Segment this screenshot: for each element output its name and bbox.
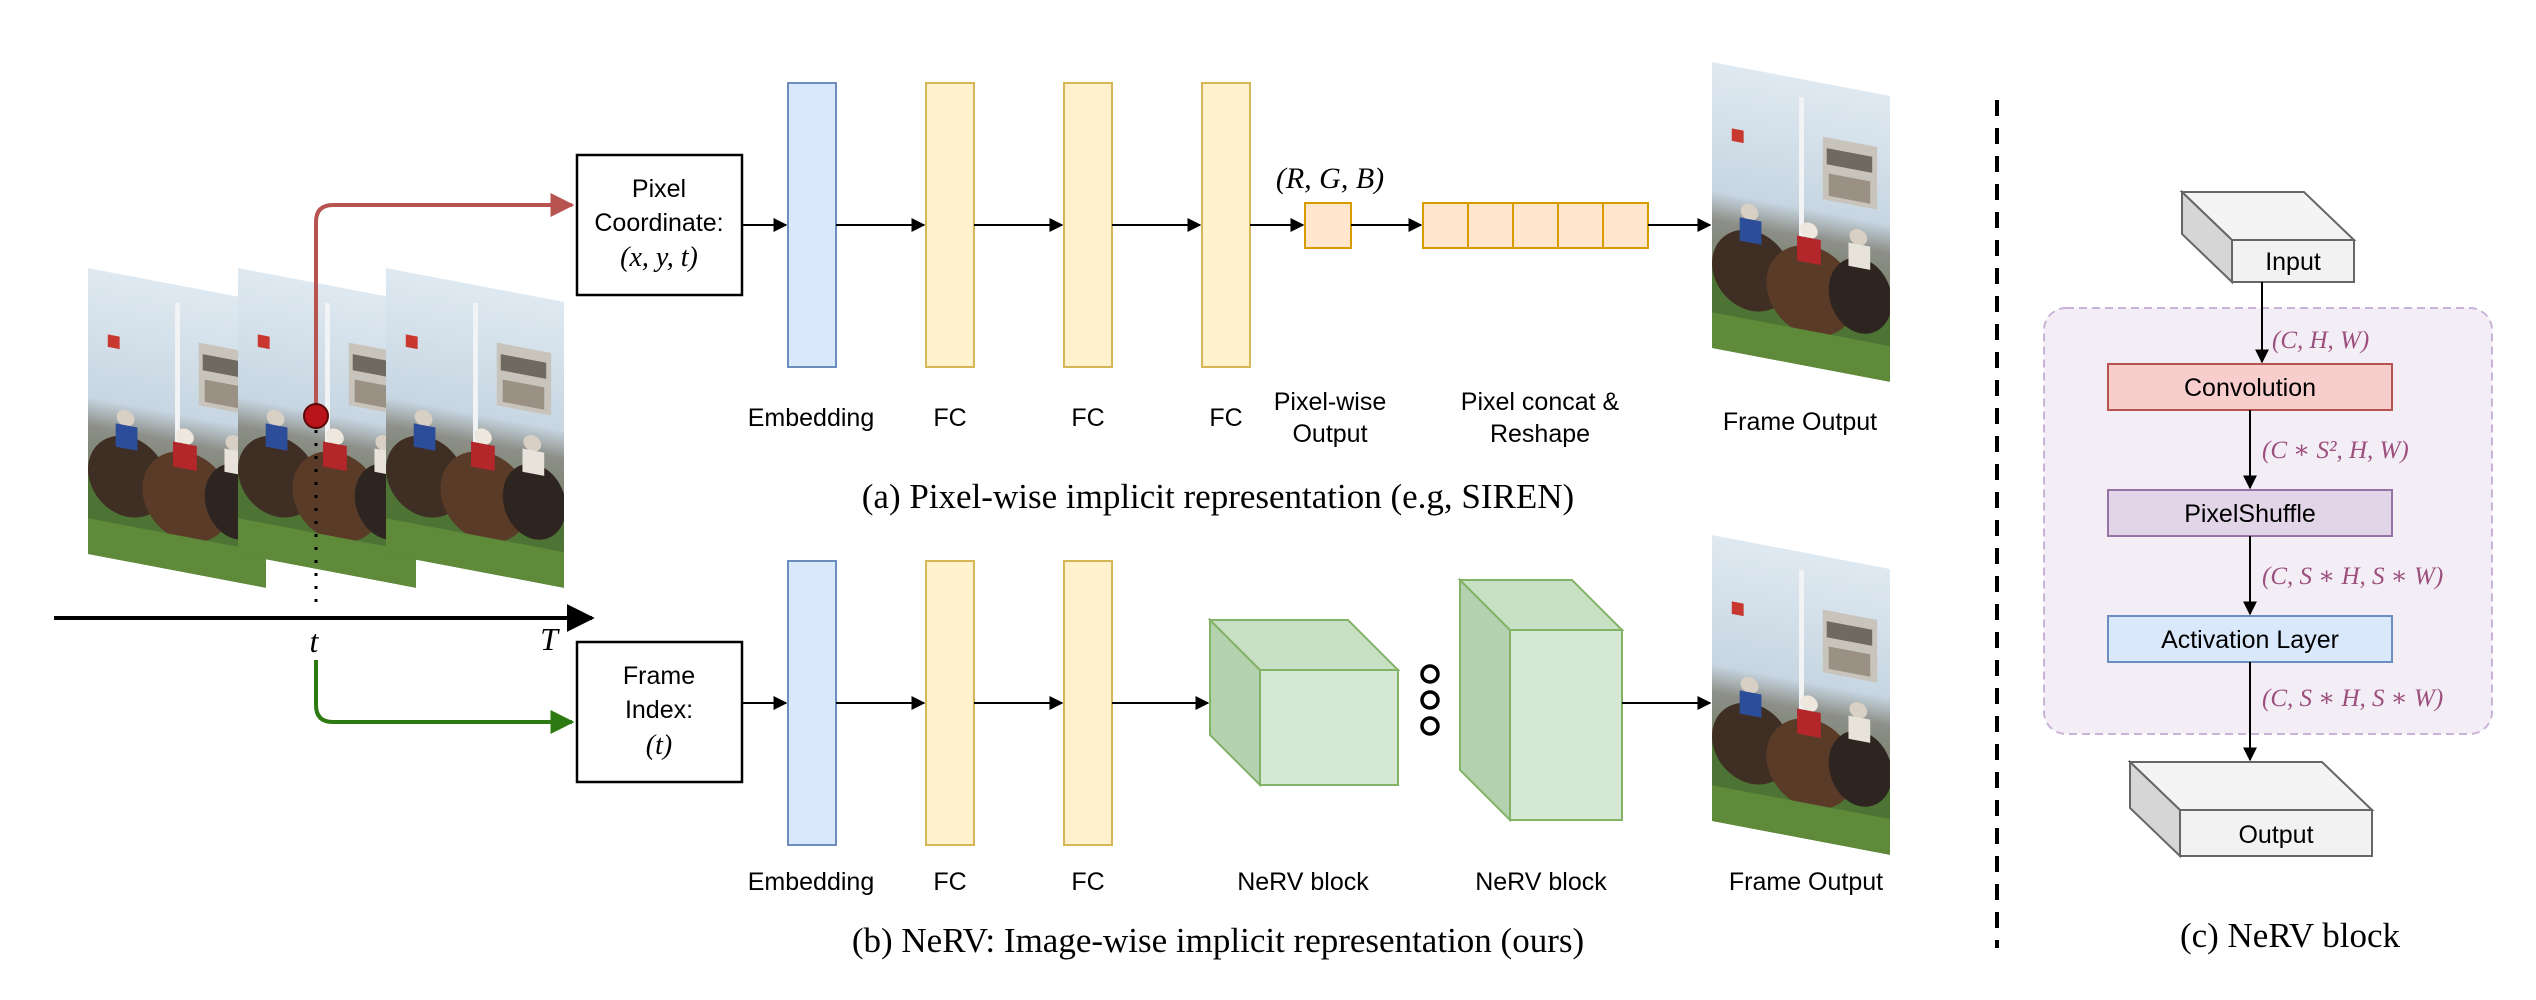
video-frame-3-image — [386, 268, 564, 588]
pixelshuffle-layer — [2107, 489, 2393, 537]
embedding-layer-a — [787, 82, 837, 368]
fc-layer-b1 — [925, 560, 975, 846]
input-label: Input — [2265, 248, 2321, 276]
frame-index-line2: Index: — [625, 696, 693, 724]
frame-output-label-b: Frame Output — [1729, 868, 1883, 896]
frame-index-input-box — [575, 640, 744, 784]
fc-label-b1: FC — [933, 868, 966, 896]
fc-label-b2: FC — [1071, 868, 1104, 896]
pixel-sampling-arrow — [314, 193, 575, 413]
time-t-label: t — [310, 623, 320, 659]
fc-layer-a3 — [1201, 82, 1251, 368]
frame-index-line1: Frame — [623, 662, 695, 690]
pixel-output-cell — [1304, 202, 1352, 249]
pixel-coordinate-input-box — [575, 153, 744, 297]
caption-c: (c) NeRV block — [2180, 916, 2401, 955]
frame-output-a-image — [1712, 62, 1890, 382]
ellipsis-circles-icon — [1420, 664, 1440, 736]
caption-b: (b) NeRV: Image-wise implicit representa… — [852, 921, 1584, 960]
pixel-concat-row — [1422, 202, 1649, 249]
embedding-layer-b — [787, 560, 837, 846]
pixelshuffle-label: PixelShuffle — [2184, 500, 2316, 528]
frame-index-math: (t) — [646, 730, 672, 761]
nerv-block-label-2: NeRV block — [1475, 868, 1607, 896]
pixelwise-output-label1: Pixel-wise — [1274, 388, 1387, 416]
pixel-concat-label2: Reshape — [1490, 420, 1590, 448]
shape-label-1: (C, H, W) — [2272, 327, 2369, 354]
panel-a-pixelwise: Pixel Coordinate: (x, y, t) (R, G, B) Em… — [575, 62, 1890, 516]
panel-c-nerv-block: Input (C, H, W) Convolution (C ∗ S², H, … — [2043, 189, 2493, 955]
frame-output-label-a: Frame Output — [1723, 408, 1877, 436]
fc-layer-a1 — [925, 82, 975, 368]
shape-label-4: (C, S ∗ H, S ∗ W) — [2262, 685, 2443, 712]
output-block — [2127, 759, 2375, 859]
output-label: Output — [2238, 821, 2313, 849]
pixel-coordinate-line2: Coordinate: — [594, 209, 723, 237]
sample-point-dot — [303, 403, 329, 429]
video-frames-stack — [88, 268, 564, 588]
fc-layer-a2 — [1063, 82, 1113, 368]
convolution-label: Convolution — [2184, 374, 2316, 402]
convolution-layer — [2107, 363, 2393, 411]
fc-label-a3: FC — [1209, 404, 1242, 432]
nerv-block-cube-2 — [1457, 577, 1625, 823]
embedding-label-a: Embedding — [748, 404, 874, 432]
pixelwise-output-label2: Output — [1292, 420, 1367, 448]
pixel-coordinate-line1: Pixel — [632, 175, 686, 203]
pixel-concat-label1: Pixel concat & — [1461, 388, 1620, 416]
activation-layer — [2107, 615, 2393, 663]
nerv-block-cube-1 — [1207, 617, 1401, 788]
fc-label-a1: FC — [933, 404, 966, 432]
frame-output-b-image — [1712, 535, 1890, 855]
shape-label-2: (C ∗ S², H, W) — [2262, 437, 2409, 464]
rgb-label: (R, G, B) — [1276, 162, 1384, 195]
fc-layer-b2 — [1063, 560, 1113, 846]
nerv-block-label-1: NeRV block — [1237, 868, 1369, 896]
frame-index-arrow — [314, 660, 575, 734]
panel-b-nerv: Frame Index: (t) Embedding FC — [575, 535, 1890, 960]
fc-label-a2: FC — [1071, 404, 1104, 432]
input-block — [2179, 189, 2357, 285]
shape-label-3: (C, S ∗ H, S ∗ W) — [2262, 563, 2443, 590]
activation-label: Activation Layer — [2161, 626, 2339, 654]
embedding-label-b: Embedding — [748, 868, 874, 896]
time-T-label: T — [540, 621, 560, 657]
pixel-coordinate-math: (x, y, t) — [620, 242, 698, 273]
caption-a: (a) Pixel-wise implicit representation (… — [862, 477, 1574, 516]
